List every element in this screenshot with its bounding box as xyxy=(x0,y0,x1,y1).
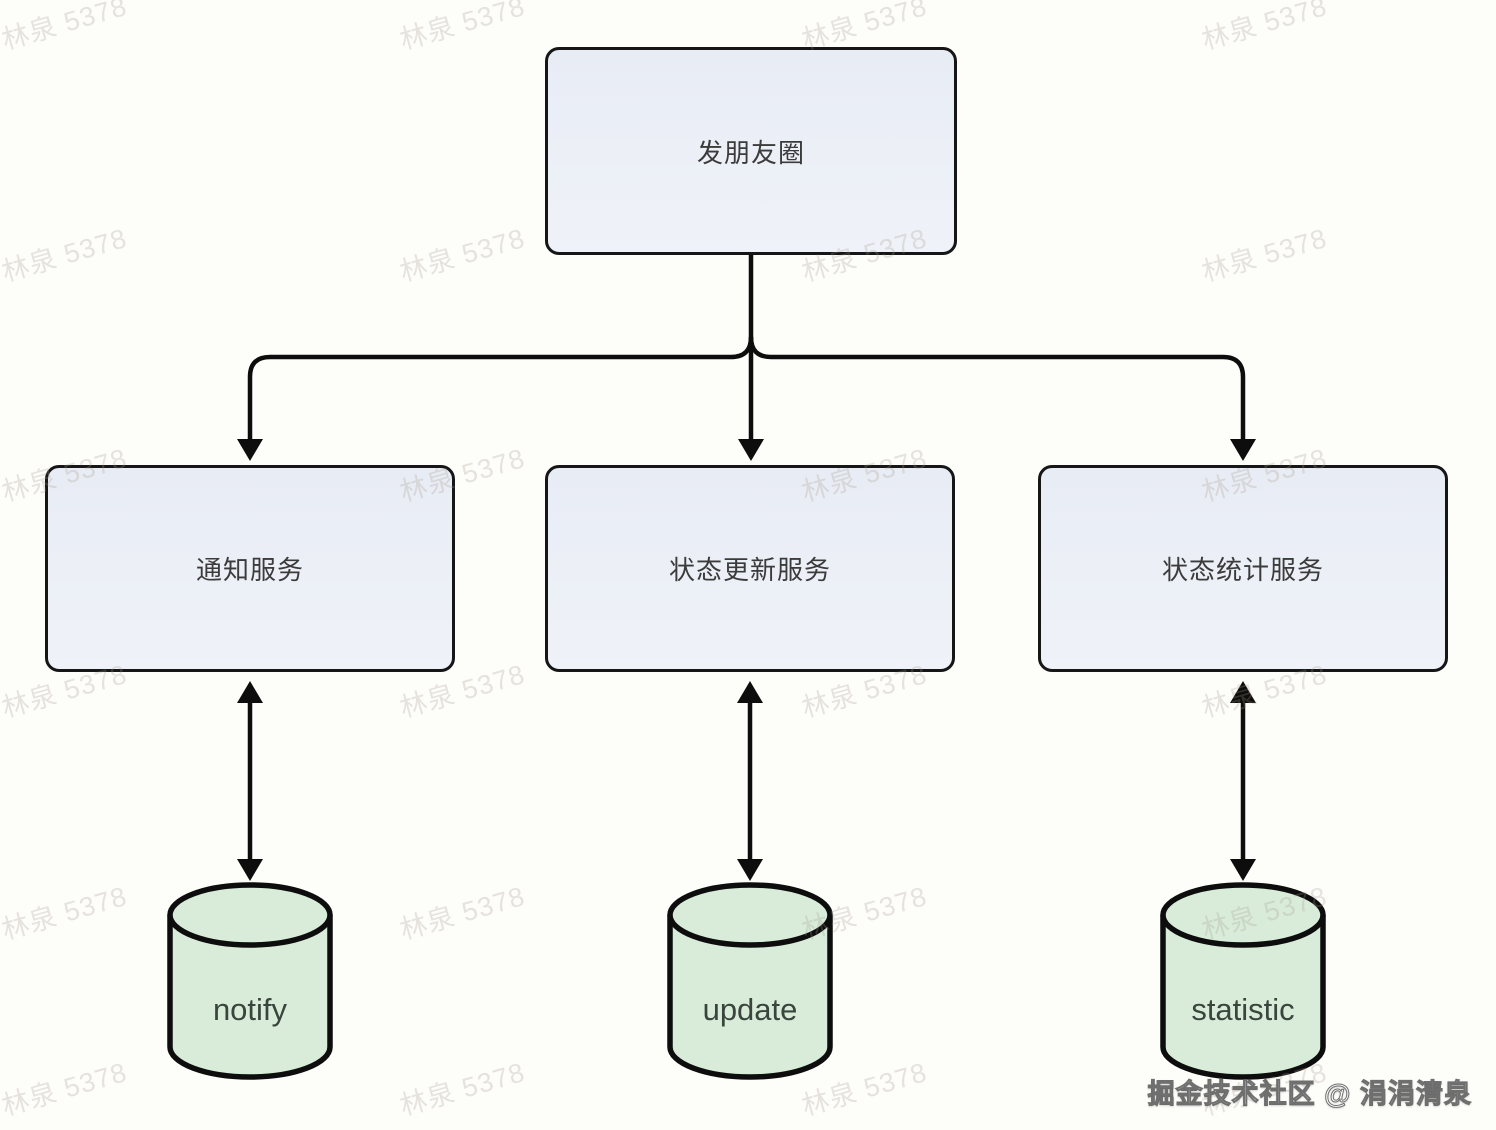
root-node-post-moments: 发朋友圈 xyxy=(545,47,957,255)
arrow-status-statistics-to-statistic-db xyxy=(1230,681,1256,881)
service-node-status-update: 状态更新服务 xyxy=(545,465,955,672)
arrow-notification-to-notify-db xyxy=(237,681,263,881)
arrowhead-status-update xyxy=(738,439,764,461)
database-label-notify: notify xyxy=(212,992,288,1027)
node-label: 通知服务 xyxy=(195,555,304,585)
database-label-update: update xyxy=(702,992,798,1027)
arrow-root-to-notification xyxy=(247,336,754,441)
service-node-status-statistics: 状态统计服务 xyxy=(1038,465,1448,672)
service-node-notification: 通知服务 xyxy=(45,465,455,672)
node-label: 发朋友圈 xyxy=(696,137,805,168)
database-label-statistic: statistic xyxy=(1191,992,1295,1027)
database-cylinder-statistic xyxy=(1160,882,1326,1080)
credit-watermark: 掘金技术社区 @ 涓涓清泉 xyxy=(1147,1079,1472,1110)
arrow-root-to-status-statistics xyxy=(748,336,1246,441)
arrowhead-notification xyxy=(237,439,263,461)
node-label: 状态更新服务 xyxy=(668,555,831,585)
database-cylinder-notify xyxy=(167,882,333,1080)
arrow-status-update-to-update-db xyxy=(737,681,763,881)
database-cylinder-update xyxy=(667,882,833,1080)
arrowhead-status-statistics xyxy=(1230,439,1256,461)
node-label: 状态统计服务 xyxy=(1161,555,1324,585)
